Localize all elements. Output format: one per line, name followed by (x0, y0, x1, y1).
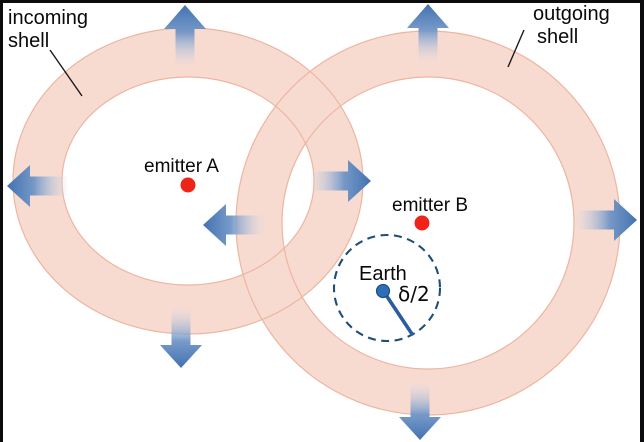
outgoing-shell-arrow-right-icon (577, 199, 637, 241)
outgoing-shell-arrow-left-icon (203, 204, 264, 246)
earth-radius-line (382, 290, 414, 336)
outgoing-shell-label-line1: outgoing (533, 3, 610, 25)
incoming-shell-arrow-up-icon (164, 5, 206, 65)
outgoing-shell-arrow-down-icon (399, 384, 441, 440)
outgoing-shell-arrow-up-icon (407, 4, 449, 61)
incoming-shell-label-line2: shell (8, 30, 49, 52)
outgoing-label-pointer-line (507, 29, 525, 68)
shell-motion-arrows (7, 4, 637, 440)
outgoing-shell-inner-edge (281, 76, 575, 370)
incoming-shell-arrow-down-icon (160, 309, 202, 368)
emitter-b-label: emitter B (392, 195, 468, 216)
earth-dashed-circle (332, 233, 442, 343)
radius-delta-label: δ/2 (398, 282, 430, 306)
incoming-label-pointer-line (49, 49, 83, 97)
incoming-shell-arrow-right-icon (311, 160, 371, 202)
incoming-shell-label-line1: incoming (8, 7, 88, 29)
emitter-a-dot (180, 177, 196, 193)
emitter-b-dot (414, 215, 430, 231)
outgoing-shell-label-line2: shell (537, 26, 578, 48)
earth-label: Earth (359, 263, 407, 285)
shells-diagram: incoming shell outgoing shell emitter A … (7, 3, 637, 440)
emitter-a-label: emitter A (144, 156, 219, 177)
incoming-shell-arrow-left-icon (7, 165, 67, 207)
earth-dot (375, 283, 391, 299)
